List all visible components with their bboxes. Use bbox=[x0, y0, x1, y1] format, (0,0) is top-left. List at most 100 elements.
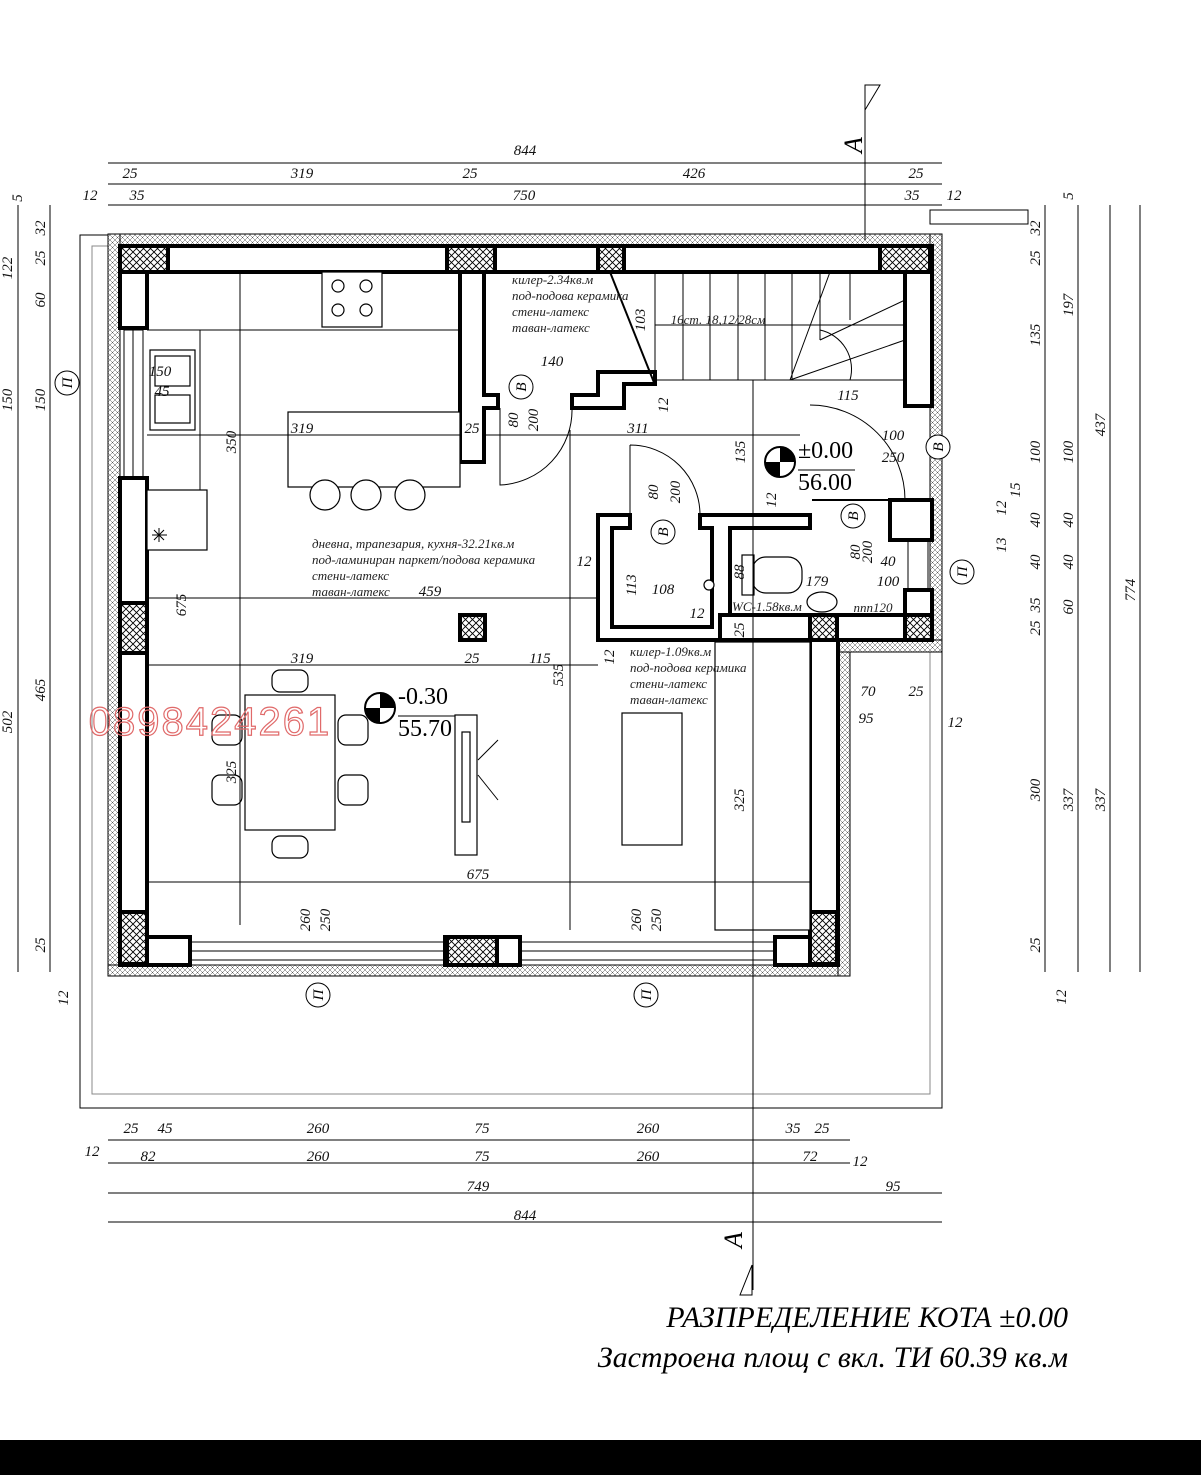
dimension-label: 40 bbox=[1061, 554, 1077, 570]
room-label: таван-латекс bbox=[312, 584, 390, 599]
dimension-label: 12 bbox=[994, 500, 1010, 516]
doors bbox=[499, 404, 906, 516]
dimension-label: 135 bbox=[1028, 323, 1044, 346]
room-label: под-подова керамика bbox=[512, 288, 629, 303]
dimension-label: 5 bbox=[1061, 192, 1077, 200]
dimension-label: 260 bbox=[629, 908, 645, 931]
dimension-label: 13 bbox=[994, 538, 1010, 553]
dimension-label: 459 bbox=[419, 584, 442, 600]
room-label: дневна, трапезария, кухня-32.21кв.м bbox=[312, 536, 514, 551]
room-label: под-ламиниран паркет/подова керамика bbox=[312, 552, 536, 567]
level-elevation: -0.30 bbox=[398, 684, 448, 710]
dimension-label: 200 bbox=[668, 480, 684, 503]
dimension-label: 319 bbox=[290, 421, 314, 437]
door-mark-circle bbox=[650, 519, 676, 545]
dimension-label: 40 bbox=[1028, 512, 1044, 528]
dimension-label: 25 bbox=[1028, 620, 1044, 636]
section-mark: А bbox=[839, 137, 868, 155]
kitchen-island bbox=[287, 411, 461, 488]
dimension-label: 200 bbox=[860, 540, 876, 563]
dimension-label: 25 bbox=[1028, 937, 1044, 953]
dimension-label: 100 bbox=[1028, 440, 1044, 463]
window-mark-circle bbox=[949, 559, 975, 585]
dimension-label: 150 bbox=[149, 364, 172, 380]
dimension-label: 325 bbox=[224, 760, 240, 784]
dimension-label: 100 bbox=[882, 428, 905, 444]
dimension-label: 35 bbox=[1028, 597, 1044, 614]
wc-room-label: WC-1.58кв.м bbox=[732, 599, 802, 614]
sofa bbox=[714, 641, 811, 931]
dimension-label: 35 bbox=[129, 188, 146, 204]
dimension-label: 25 bbox=[123, 166, 139, 182]
coffee-table bbox=[621, 712, 683, 846]
dimension-label: 25 bbox=[33, 937, 49, 953]
dimension-label: 115 bbox=[837, 388, 859, 404]
door-mark-circle bbox=[840, 503, 866, 529]
window-mark-circle bbox=[305, 982, 331, 1008]
dimension-label: 35 bbox=[904, 188, 921, 204]
dimension-label: 32 bbox=[1028, 220, 1044, 237]
room-label: стени-латекс bbox=[512, 304, 589, 319]
dimension-label: 675 bbox=[467, 867, 490, 883]
dimension-label: 12 bbox=[853, 1154, 869, 1170]
dimension-label: 502 bbox=[0, 710, 16, 733]
staircase bbox=[609, 271, 906, 386]
level-elevation: ±0.00 bbox=[798, 438, 853, 464]
dimension-label: 12 bbox=[947, 188, 963, 204]
dimension-label: 12 bbox=[85, 1144, 101, 1160]
dimension-label: 675 bbox=[174, 593, 190, 616]
window-mark: П bbox=[955, 565, 971, 578]
level-absolute: 55.70 bbox=[398, 716, 452, 742]
dimension-label: 140 bbox=[541, 354, 564, 370]
section-arrow-icon bbox=[864, 84, 881, 112]
dimension-label: 260 bbox=[298, 908, 314, 931]
dimension-label: 260 bbox=[307, 1149, 330, 1165]
door-mark-circle bbox=[925, 434, 951, 460]
dimension-label: 25 bbox=[732, 622, 748, 638]
dimension-label: 250 bbox=[882, 450, 905, 466]
dimension-label: 60 bbox=[1061, 599, 1077, 615]
washbasin bbox=[806, 591, 838, 613]
dimension-label: 103 bbox=[633, 309, 649, 332]
dimension-label: 150 bbox=[0, 388, 16, 411]
dimension-label: 95 bbox=[859, 711, 875, 727]
dimension-label: 108 bbox=[652, 582, 675, 598]
dimension-label: 25 bbox=[124, 1121, 140, 1137]
dimension-lines bbox=[17, 95, 1141, 1290]
dimension-label: 844 bbox=[514, 143, 537, 159]
room-label: килер-1.09кв.м bbox=[630, 644, 711, 659]
dimension-label: 260 bbox=[307, 1121, 330, 1137]
dimension-label: 12 bbox=[656, 397, 672, 413]
section-arrow-icon bbox=[739, 1264, 753, 1296]
dimension-label: 15 bbox=[1008, 482, 1024, 498]
fridge bbox=[146, 489, 208, 551]
dimension-label: 45 bbox=[155, 384, 171, 400]
dimension-label: 25 bbox=[463, 166, 479, 182]
drawing-title: РАЗПРЕДЕЛЕНИЕ КОТА ±0.00 bbox=[665, 1301, 1068, 1334]
room-label: таван-латекс bbox=[512, 320, 590, 335]
dimension-label: 100 bbox=[1061, 440, 1077, 463]
dimension-label: 535 bbox=[551, 663, 567, 686]
dimension-label: 25 bbox=[1028, 250, 1044, 266]
dimension-label: 72 bbox=[803, 1149, 819, 1165]
door-mark: В bbox=[846, 511, 862, 520]
dimension-label: 80 bbox=[848, 544, 864, 560]
dimension-label: 25 bbox=[909, 166, 925, 182]
dimension-label: 25 bbox=[33, 250, 49, 266]
dimension-label: 5 bbox=[10, 194, 26, 202]
dimension-label: 250 bbox=[318, 908, 334, 931]
bottom-bar bbox=[0, 1440, 1201, 1475]
dimension-label: 12 bbox=[1054, 989, 1070, 1005]
dimension-label: 337 bbox=[1061, 787, 1077, 812]
dimension-label: 60 bbox=[33, 292, 49, 308]
window-mark: П bbox=[639, 988, 655, 1001]
dimension-label: 12 bbox=[690, 606, 706, 622]
windows bbox=[123, 209, 1029, 961]
window-mark: П bbox=[311, 988, 327, 1001]
dimension-label: 426 bbox=[683, 166, 706, 182]
dimension-label: 32 bbox=[33, 220, 49, 237]
dimension-label: 250 bbox=[649, 908, 665, 931]
room-label: килер-2.34кв.м bbox=[512, 272, 593, 287]
dimension-label: 319 bbox=[290, 166, 314, 182]
